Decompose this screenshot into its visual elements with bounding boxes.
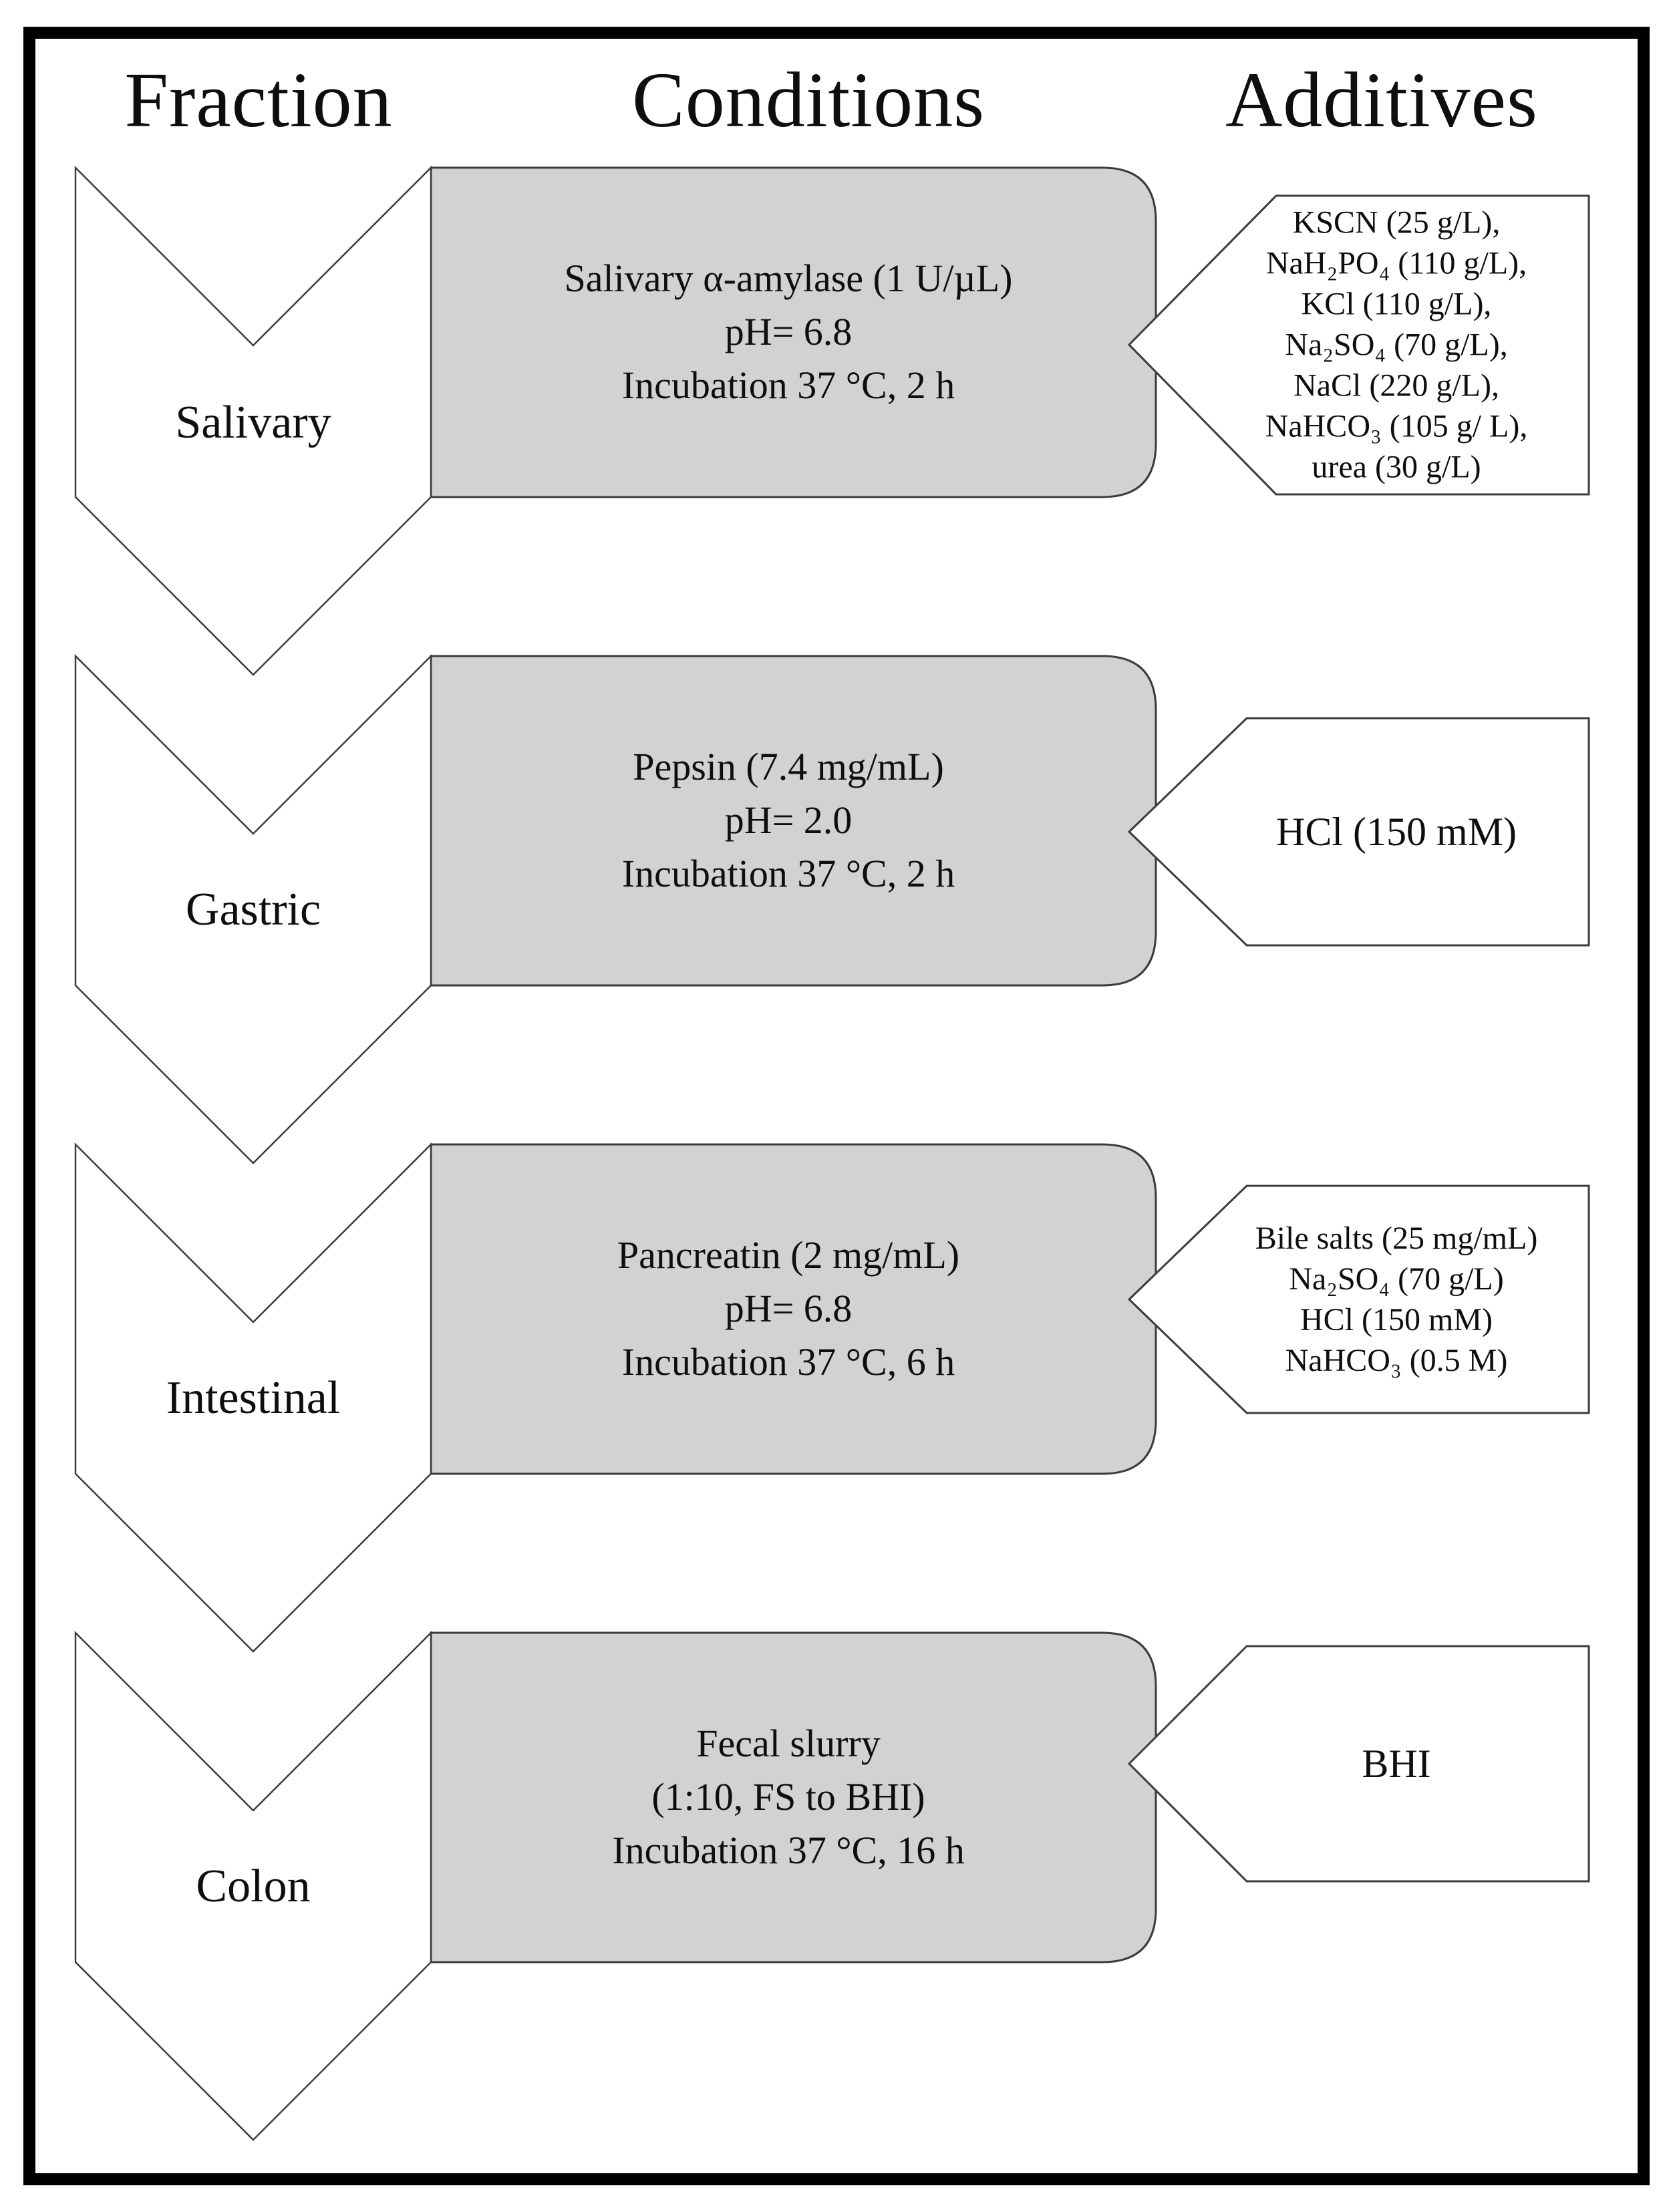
conditions-box-intestinal [430,1143,1157,1475]
column-header-additives: Additives [1225,56,1538,144]
additives-line: NaCl (220 g/L), [1294,367,1499,404]
column-header-conditions: Conditions [632,56,985,144]
additives-line: Na₂SO₄ (70 g/L) [1289,1261,1504,1297]
conditions-line: Salivary α-amylase (1 U/µL) [564,257,1013,300]
additives-callout-gastric [1127,717,1590,947]
additives-line: NaH₂PO₄ (110 g/L), [1265,245,1527,281]
fraction-label-colon: Colon [196,1861,311,1912]
additives-line: Na₂SO₄ (70 g/L), [1285,327,1508,363]
conditions-line: Incubation 37 °C, 16 h [612,1829,965,1872]
conditions-box-gastric [430,655,1157,987]
fraction-chevron-salivary [74,165,432,676]
additives-text-colon: BHI [1362,1742,1431,1786]
conditions-text-colon: Fecal slurry (1:10, FS to BHI) Incubatio… [612,1717,964,1877]
conditions-line: pH= 2.0 [724,798,853,842]
additives-text-gastric: HCl (150 mM) [1276,810,1517,854]
additives-callout-intestinal [1127,1184,1590,1414]
conditions-text-salivary: Salivary α-amylase (1 U/µL) pH= 6.8 Incu… [565,252,1013,412]
conditions-box-salivary [430,166,1157,498]
additives-line: NaHCO₃ (0.5 M) [1285,1343,1508,1378]
additives-line: HCl (150 mM) [1300,1302,1493,1337]
conditions-line: Incubation 37 °C, 2 h [621,852,955,895]
fraction-label-intestinal: Intestinal [166,1372,341,1424]
conditions-line: Incubation 37 °C, 6 h [621,1340,955,1384]
additives-callout-salivary [1127,194,1590,496]
additives-line: urea (30 g/L) [1312,449,1481,485]
fraction-label-salivary: Salivary [175,397,331,448]
additives-line: Bile salts (25 mg/mL) [1255,1221,1538,1256]
fraction-chevron-gastric [74,653,432,1164]
conditions-line: (1:10, FS to BHI) [651,1775,925,1819]
additives-text-salivary: KSCN (25 g/L), NaH₂PO₄ (110 g/L), KCl (1… [1265,202,1528,488]
additives-line: KCl (110 g/L), [1301,286,1492,322]
conditions-text-gastric: Pepsin (7.4 mg/mL) pH= 2.0 Incubation 37… [622,740,955,901]
fraction-chevron-colon [74,1630,432,2141]
additives-callout-colon [1127,1645,1590,1883]
conditions-line: Incubation 37 °C, 2 h [621,363,955,407]
page-border-frame [23,27,1650,2185]
conditions-line: pH= 6.8 [724,310,853,353]
fraction-label-gastric: Gastric [185,884,321,935]
conditions-line: Fecal slurry [696,1722,881,1765]
conditions-line: Pepsin (7.4 mg/mL) [633,745,944,788]
conditions-line: pH= 6.8 [724,1287,853,1330]
column-header-fraction: Fraction [124,56,393,144]
fraction-chevron-intestinal [74,1142,432,1653]
conditions-line: Pancreatin (2 mg/mL) [617,1233,960,1277]
additives-line: KSCN (25 g/L), [1292,204,1501,241]
conditions-box-colon [430,1631,1157,1963]
conditions-text-intestinal: Pancreatin (2 mg/mL) pH= 6.8 Incubation … [617,1229,959,1389]
additives-text-intestinal: Bile salts (25 mg/mL) Na₂SO₄ (70 g/L) HC… [1255,1218,1538,1381]
additives-line: NaHCO₃ (105 g/ L), [1265,408,1528,444]
